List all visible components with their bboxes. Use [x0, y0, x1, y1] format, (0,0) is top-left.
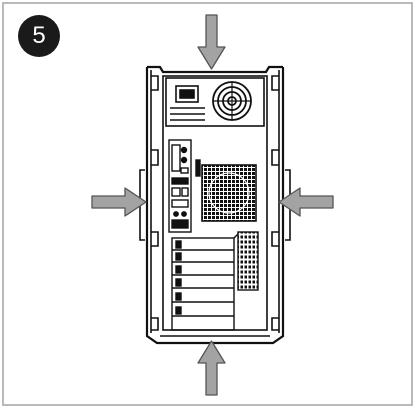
expansion-slots — [171, 231, 259, 331]
arrow-left-right — [91, 187, 147, 217]
psu-fan — [212, 81, 252, 121]
io-panel — [168, 139, 201, 233]
step-number-badge: 5 — [18, 15, 60, 57]
step-number: 5 — [32, 22, 46, 49]
case-fan-grill — [201, 164, 257, 222]
arrow-bottom-up — [197, 340, 226, 396]
arrow-top-down — [197, 14, 226, 70]
power-supply — [165, 77, 265, 127]
arrow-right-left — [278, 187, 334, 217]
